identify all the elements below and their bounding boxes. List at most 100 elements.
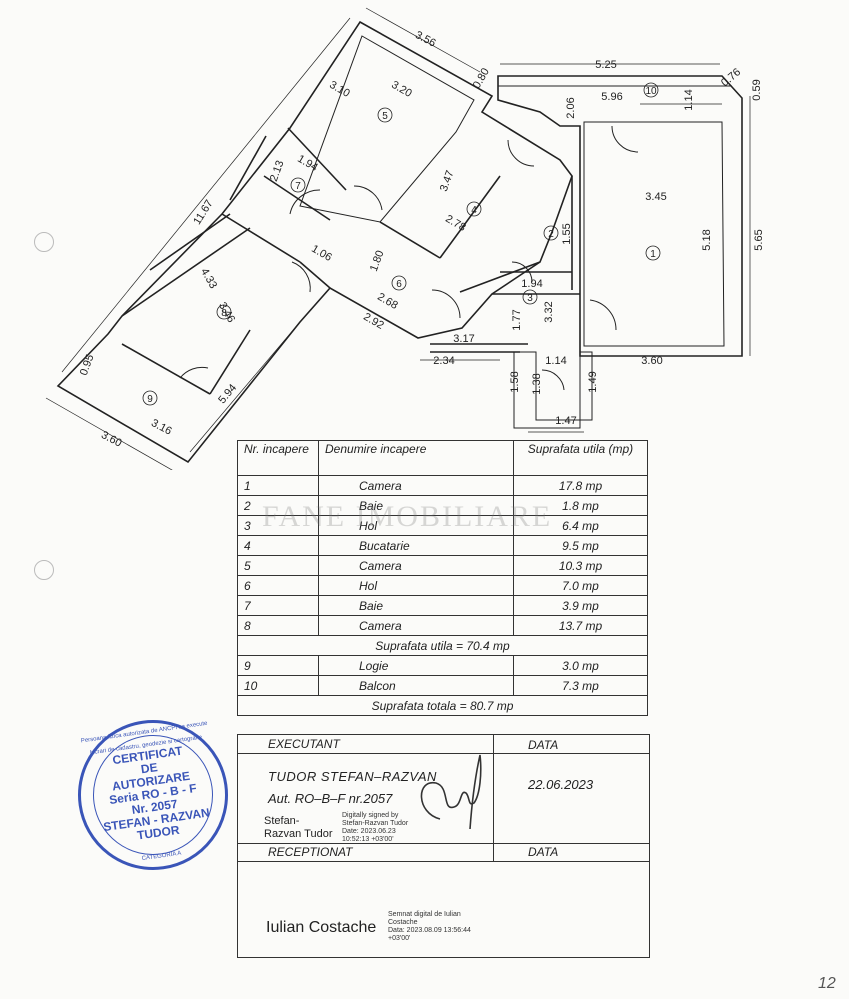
dimension-label: 1.58 [509, 371, 521, 392]
room-number-marker: 1 [650, 249, 656, 260]
watermark: FANE IMOBILIARE [262, 500, 553, 533]
table-header-row: Nr. incapere Denumire incapere Suprafata… [237, 440, 648, 476]
handwritten-signature [420, 754, 482, 830]
room-name-cell: Camera [318, 475, 514, 496]
door-arc [589, 299, 617, 331]
door-arc [353, 185, 383, 211]
room-marker-circle [645, 245, 661, 261]
room-marker-circle [377, 107, 393, 123]
sum-utila: Suprafata utila = 70.4 mp [237, 635, 648, 656]
binder-hole [34, 560, 54, 580]
wall-line [149, 213, 231, 271]
dimension-label: 3.20 [389, 79, 414, 100]
dimension-label: 1.80 [368, 249, 387, 273]
signature-block: EXECUTANT DATA TUDOR STEFAN–RAZVAN Aut. … [237, 734, 650, 958]
room-marker-circle [643, 82, 659, 98]
room-name-cell: Camera [318, 555, 514, 576]
dimension-label: 1.77 [511, 309, 523, 330]
small-hall-walls [513, 351, 593, 429]
wall-line [439, 175, 501, 259]
room-number-cell: 8 [237, 615, 319, 636]
room-area-cell: 3.9 mp [513, 595, 648, 616]
room-name-cell: Hol [318, 575, 514, 596]
door-arc [179, 366, 209, 379]
room-number-marker: 7 [295, 181, 301, 192]
wall-line [459, 261, 541, 293]
dimension-label: 5.25 [595, 59, 616, 71]
dimension-label: 5.18 [701, 229, 713, 250]
receptionat-label: RECEPTIONAT [268, 845, 353, 859]
wall-line [263, 175, 331, 221]
wall-line [379, 221, 441, 259]
room-area-cell: 9.5 mp [513, 535, 648, 556]
room-marker-circle [290, 177, 306, 193]
dimension-label: 0.59 [751, 79, 763, 100]
room-name-cell: Camera [318, 615, 514, 636]
dimension-label: 2.68 [375, 291, 400, 312]
room-area-cell: 3.0 mp [513, 655, 648, 676]
door-arc [611, 125, 639, 153]
wall-line [221, 213, 301, 263]
rotated-wing-inner [299, 35, 475, 223]
dimension-label: 1.49 [587, 371, 599, 392]
room-number-marker: 3 [527, 293, 533, 304]
room-marker-circle [391, 275, 407, 291]
dimension-label: 5.96 [601, 91, 622, 103]
dimension-label: 3.46 [216, 300, 237, 325]
dimension-label: 1.94 [521, 278, 542, 290]
dimension-label: 1.94 [295, 153, 320, 174]
sum-totala-row: Suprafata totala = 80.7 mp [237, 695, 648, 716]
dimension-label: 3.60 [99, 429, 124, 450]
dimension-label: 3.32 [543, 301, 555, 322]
row-divider [238, 861, 649, 862]
dimension-label: 2.06 [565, 97, 577, 118]
room-marker-circle [543, 225, 559, 241]
area-table: Nr. incapere Denumire incapere Suprafata… [237, 440, 648, 716]
dimension-label: 2.78 [443, 213, 468, 234]
dimension-label: 1.14 [683, 89, 695, 110]
door-arc [431, 289, 461, 319]
dimension-label: 3.56 [413, 29, 438, 50]
sum-totala: Suprafata totala = 80.7 mp [237, 695, 648, 716]
room-number-cell: 4 [237, 535, 319, 556]
dimension-label: 11.67 [191, 198, 215, 227]
page-number: 12 [818, 975, 836, 992]
dimension-label: 3.47 [438, 169, 457, 193]
room-number-marker: 8 [221, 308, 227, 319]
room-number-cell: 6 [237, 575, 319, 596]
room-number-cell: 5 [237, 555, 319, 576]
dimension-label: 2.34 [433, 355, 454, 367]
wall-line [121, 227, 251, 317]
dim-line [61, 17, 351, 373]
binder-hole [34, 232, 54, 252]
room-number-cell: 7 [237, 595, 319, 616]
door-arc [289, 189, 321, 215]
room-name-cell: Balcon [318, 675, 514, 696]
executant-date-label: DATA [528, 738, 559, 752]
room-area-cell: 17.8 mp [513, 475, 648, 496]
room-name-cell: Logie [318, 655, 514, 676]
dimension-label: 1.38 [531, 373, 543, 394]
door-arc [541, 369, 565, 391]
room-number-marker: 10 [645, 86, 657, 97]
header-room-number: Nr. incapere [237, 440, 319, 476]
room-marker-circle [466, 201, 482, 217]
dimension-label: 3.60 [641, 355, 662, 367]
dimension-label: 5.65 [753, 229, 765, 250]
row-divider [238, 753, 649, 754]
wall-line [229, 135, 267, 201]
room-marker-circle [142, 390, 158, 406]
column-divider [493, 843, 494, 861]
dimension-label: 0.95 [78, 353, 97, 377]
receptionat-date-label: DATA [528, 845, 559, 859]
sum-utila-row: Suprafata utila = 70.4 mp [237, 635, 648, 656]
